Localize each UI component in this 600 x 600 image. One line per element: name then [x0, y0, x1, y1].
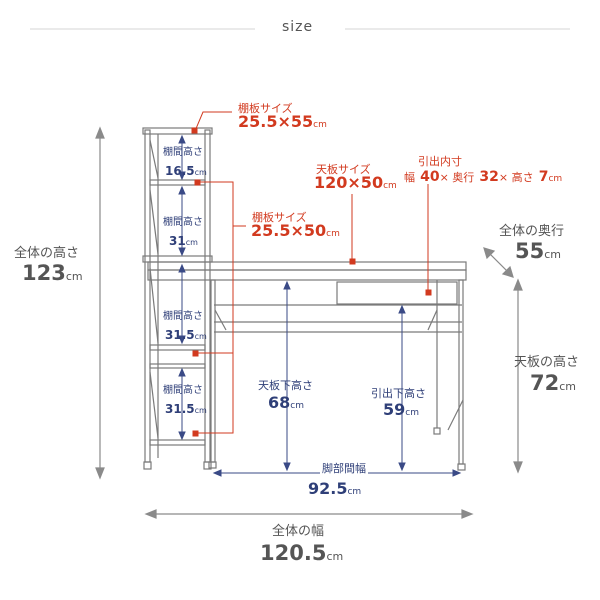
under-desk-height-value: 68cm [268, 393, 304, 412]
under-drawer-height-label: 引出下高さ [371, 387, 426, 400]
shelf-post-left [144, 129, 151, 463]
desk-leg-left [210, 279, 216, 463]
desk-foot-right [457, 463, 466, 471]
page-title: size [282, 19, 314, 35]
total-height-arrow-top [95, 126, 105, 139]
shelf-board-2-size-value: 25.5×50cm [251, 221, 340, 240]
shelf-foot-right [203, 461, 212, 470]
shelf-gap-4-value: 31.5cm [165, 402, 207, 416]
desktop-height-arrow-top [513, 278, 523, 291]
shelf-board-3 [149, 344, 206, 351]
total-width-label: 全体の幅 [272, 524, 325, 539]
desk-top [147, 261, 467, 271]
under-desk-height-label: 天板下高さ [258, 379, 313, 392]
shelf-gap-1-value: 16.5cm [165, 164, 207, 178]
shelf-gap-2-label: 棚間高さ [163, 217, 203, 228]
total-depth-label: 全体の奥行 [499, 224, 565, 239]
desk [147, 261, 467, 471]
total-depth-line [487, 251, 510, 274]
total-depth-arrow-top [483, 247, 496, 260]
shelf-gap-3-value: 31.5cm [165, 328, 207, 342]
shelf-top-board [142, 127, 213, 135]
desk-foot-inner [433, 427, 441, 435]
shelf-gap-1-label: 棚間高さ [163, 147, 203, 158]
total-height-arrow-bottom [95, 467, 105, 480]
desktop-height-label: 天板の高さ [514, 355, 580, 370]
shelf-board-size-label: 棚板サイズ [238, 102, 293, 115]
shelf-board-2-size-label: 棚板サイズ [252, 211, 307, 224]
desk-foot-left [208, 461, 217, 469]
total-width-value: 120.5cm [260, 541, 344, 565]
total-depth-arrow-bottom [501, 265, 514, 278]
desktop-height-arrow-bottom [513, 461, 523, 474]
desk-apron [147, 269, 467, 281]
shelf-foot-left [143, 461, 152, 470]
shelf-gap-3-label: 棚間高さ [163, 311, 203, 322]
navy-dimensions [178, 134, 462, 477]
desk-drawer [336, 281, 458, 305]
brace-1 [149, 139, 159, 179]
desk-leg-right [458, 279, 464, 465]
desktop-height-value: 72cm [530, 371, 576, 395]
shelf-board-4 [149, 439, 206, 446]
brace-2 [149, 189, 159, 255]
desk-brace-left [214, 309, 227, 331]
leg-span-value: 92.5cm [308, 479, 362, 498]
desk-brace-foot [447, 399, 464, 431]
drawer-inner-label: 引出内寸 [418, 155, 462, 168]
shelf-board-size-value: 25.5×55cm [238, 112, 327, 131]
shelf-board-2 [142, 255, 213, 263]
total-width-arrow-left [144, 509, 157, 519]
under-drawer-height-value: 59cm [383, 400, 419, 419]
brace-4 [149, 371, 159, 439]
total-height-label: 全体の高さ [14, 246, 80, 261]
total-height-value: 123cm [22, 261, 83, 285]
total-depth-value: 55cm [515, 239, 561, 263]
shelf-gap-4-label: 棚間高さ [163, 385, 203, 396]
shelf-gap-2-value: 31cm [169, 234, 198, 248]
desktop-board-size-label: 天板サイズ [316, 163, 371, 176]
gray-dimensions [95, 126, 523, 519]
desk-brace-right [427, 309, 438, 331]
brace-3 [149, 267, 159, 344]
red-leaders [191, 111, 432, 437]
shelf-tower [142, 127, 213, 470]
shelf-board-3b [149, 363, 206, 369]
desktop-board-size-value: 120×50cm [314, 173, 397, 192]
total-width-arrow-right [461, 509, 474, 519]
drawer-inner-dimensions: 幅 40× 奥行 32× 高さ 7cm [404, 169, 563, 185]
leg-span-label: 脚部間幅 [320, 462, 368, 475]
